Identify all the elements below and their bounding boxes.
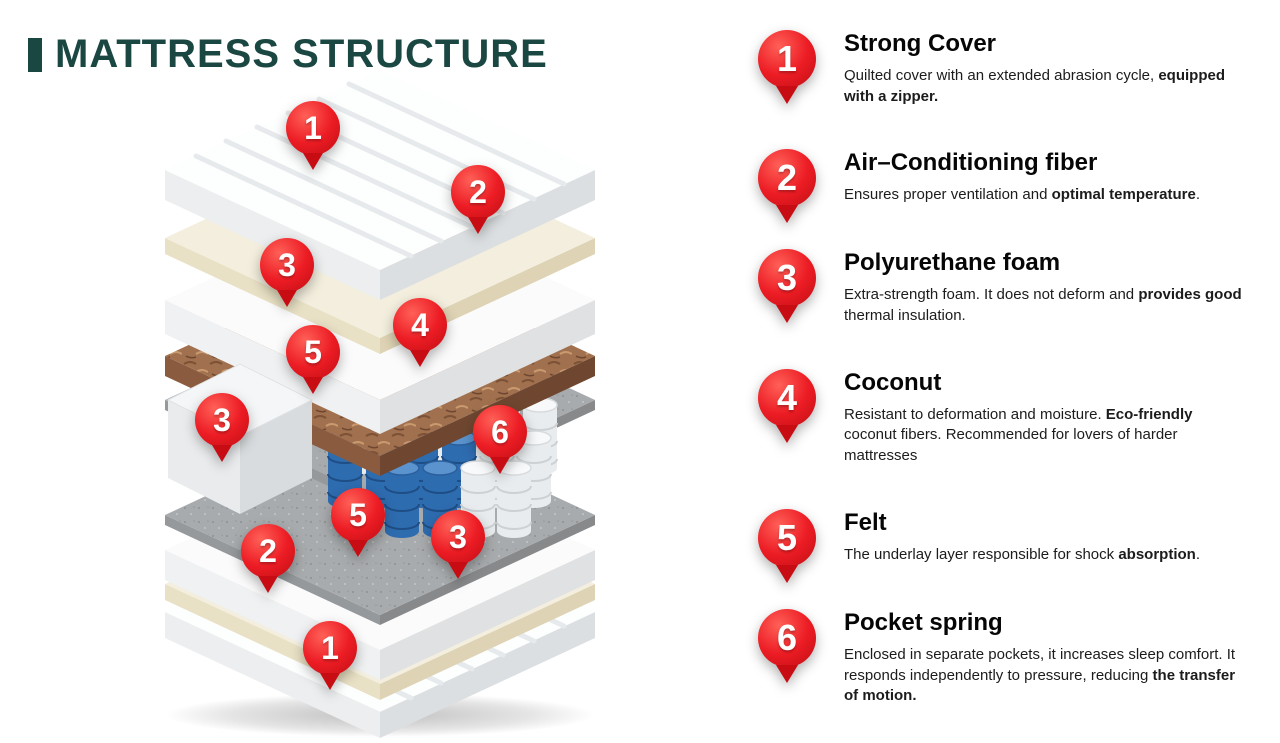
page-title: MATTRESS STRUCTURE	[55, 32, 548, 76]
legend-item-coconut: 4 Coconut Resistant to deformation and m…	[758, 367, 1263, 467]
legend-item-description: Resistant to deformation and moisture. E…	[844, 405, 1193, 465]
legend-item-title: Pocket spring	[844, 608, 1003, 636]
legend-item-pocket-spring: 6 Pocket spring Enclosed in separate poc…	[758, 607, 1263, 707]
legend-item-title: Coconut	[844, 368, 942, 396]
legend-item-strong-cover: 1 Strong Cover Quilted cover with an ext…	[758, 28, 1263, 107]
legend-item-description: The underlay layer responsible for shock…	[844, 545, 1200, 563]
legend-number-pin: 3	[758, 249, 816, 308]
legend-item-description: Quilted cover with an extended abrasion …	[844, 67, 1226, 105]
legend-number-pin: 4	[758, 368, 816, 427]
legend-item-air-conditioning-fiber: 2 Air–Conditioning fiber Ensures proper …	[758, 147, 1263, 208]
legend-item-polyurethane-foam: 3 Polyurethane foam Extra-strength foam.…	[758, 247, 1263, 326]
page-header: MATTRESS STRUCTURE	[28, 32, 548, 77]
legend-number-pin: 5	[758, 508, 816, 567]
legend-item-title: Strong Cover	[844, 30, 997, 57]
layer-quilted-cover-top	[165, 70, 595, 300]
legend-item-description: Ensures proper ventilation and optimal t…	[844, 186, 1201, 204]
mattress-illustration	[165, 70, 595, 738]
legend-number-pin: 1	[758, 30, 816, 88]
legend-item-description: Enclosed in separate pockets, it increas…	[844, 645, 1236, 705]
legend-item-title: Felt	[844, 508, 887, 536]
legend-item-title: Air–Conditioning fiber	[844, 149, 1098, 177]
legend-number-pin: 2	[758, 149, 816, 208]
legend: 1 Strong Cover Quilted cover with an ext…	[758, 28, 1263, 707]
title-accent-bar	[28, 37, 42, 72]
legend-number-pin: 6	[758, 608, 816, 667]
legend-item-description: Extra-strength foam. It does not deform …	[844, 286, 1242, 325]
legend-item-felt: 5 Felt The underlay layer responsible fo…	[758, 507, 1263, 567]
legend-item-title: Polyurethane foam	[844, 249, 1061, 277]
